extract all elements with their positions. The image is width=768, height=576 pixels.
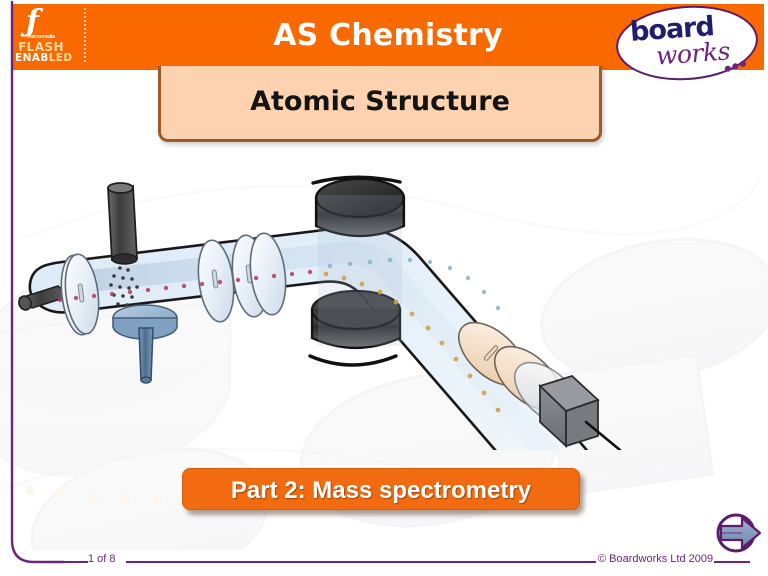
acceleration-plate xyxy=(112,304,178,384)
copyright-text: © Boardworks Ltd 2009 xyxy=(598,553,714,565)
magnet-pole-bottom xyxy=(308,289,402,367)
footer-rule-middle xyxy=(126,561,596,563)
subtitle-text: Atomic Structure xyxy=(250,86,510,117)
header-dotted-divider xyxy=(84,8,86,62)
part-label: Part 2: Mass spectrometry xyxy=(230,477,532,504)
page-indicator: 1 of 8 xyxy=(88,553,116,565)
focusing-discs xyxy=(197,232,287,323)
electron-stream xyxy=(109,266,139,321)
flash-f-icon: ƒ xyxy=(26,4,39,39)
footer-rule-left xyxy=(64,561,88,563)
flash-label-line2-a: ENAB xyxy=(15,52,49,64)
detector-block xyxy=(538,374,622,450)
electron-gun xyxy=(107,182,138,265)
boardworks-logo: board works xyxy=(612,1,761,85)
next-arrow-icon[interactable] xyxy=(712,508,764,560)
subtitle-banner: Atomic Structure xyxy=(158,66,602,142)
flash-enabled-badge: ƒ macromedia FLASH ENABLED xyxy=(14,4,72,65)
flash-label-line2: ENABLED xyxy=(15,52,72,64)
logo-word-works: works xyxy=(655,36,731,71)
footer-rule-right xyxy=(714,561,750,563)
ionisation-chamber xyxy=(60,253,100,336)
ion-trajectories xyxy=(57,257,501,413)
flash-label-line2-b: LED xyxy=(48,52,73,64)
mass-spectrometer-diagram xyxy=(18,175,622,450)
page-title: AS Chemistry xyxy=(273,18,503,53)
part-banner: Part 2: Mass spectrometry xyxy=(182,468,580,510)
magnetic-field-band xyxy=(318,195,402,346)
magnet-pole-top xyxy=(311,175,406,238)
